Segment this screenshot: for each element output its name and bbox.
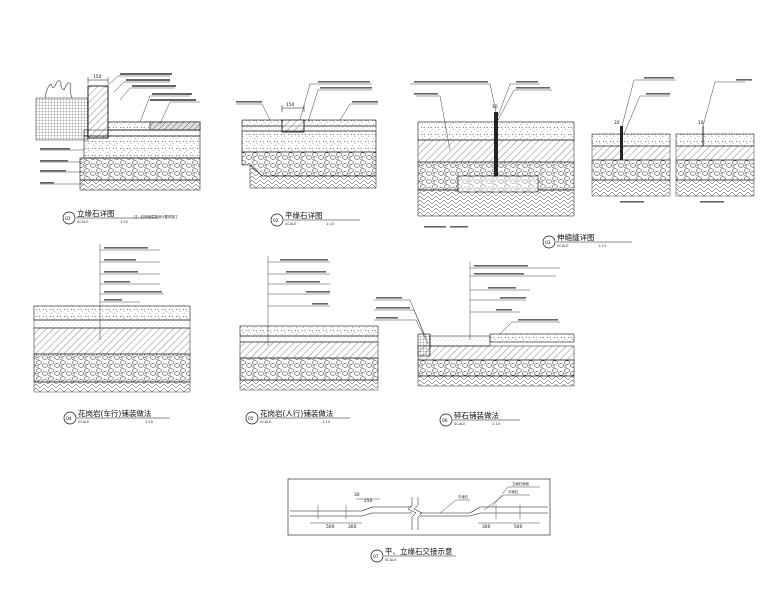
curb-line-left xyxy=(290,506,412,512)
gravel-06 xyxy=(417,359,575,377)
gravel-base xyxy=(79,157,201,181)
scale-label-04: SCALE xyxy=(78,420,90,424)
detail-num-circle-01 xyxy=(62,211,76,225)
curb-line-right xyxy=(420,506,548,514)
paving-right xyxy=(303,119,377,127)
detail-num-05: 05 xyxy=(248,416,254,422)
detail-num-circle-05 xyxy=(245,411,259,425)
dim-07-d: 300 xyxy=(348,524,357,530)
gravel-04 xyxy=(33,353,191,383)
scale-value-03: 1:10 xyxy=(598,244,607,248)
scale-label-06: SCALE xyxy=(454,422,466,426)
callout-leaders-01 xyxy=(40,75,200,185)
subgrade-02 xyxy=(249,164,377,189)
paving-left xyxy=(241,119,283,127)
detail-num-circle-07 xyxy=(370,549,384,563)
detail-02: 150 02 平缘石详图 SCALE 1:10 xyxy=(236,81,378,227)
detail-num-circle-02 xyxy=(270,213,284,227)
dim-07-f: 500 xyxy=(514,524,523,530)
scale-label-07: SCALE xyxy=(385,558,397,562)
planting-soil-block xyxy=(35,97,89,141)
plant-sketch xyxy=(44,80,73,99)
scale-label-01: SCALE xyxy=(77,220,89,224)
concrete-05 xyxy=(239,341,379,359)
gravel-base-02 xyxy=(241,151,377,177)
detail-07: 30 250 500 300 300 500 平缘石 立缘石缘面 平缘石 07 … xyxy=(287,478,551,563)
detail-num-06: 06 xyxy=(442,418,448,424)
detail-num-03: 03 xyxy=(545,240,551,246)
dim-07-c: 500 xyxy=(326,524,335,530)
stone-top-06 xyxy=(489,333,575,343)
gravel-05 xyxy=(239,357,379,381)
detail-num-02: 02 xyxy=(273,218,279,224)
note-07-mid: 平缘石 xyxy=(458,494,469,499)
subgrade-05 xyxy=(239,379,379,391)
plan-frame-07 xyxy=(287,478,551,536)
detail-num-circle-04 xyxy=(63,411,77,425)
dim-150-d01: 150 xyxy=(93,74,102,80)
callout-texts-01 xyxy=(40,73,196,184)
bedding-layer xyxy=(83,129,201,137)
dim-07-b: 250 xyxy=(364,498,373,504)
callout-leaders-03 xyxy=(410,83,552,151)
concrete-06 xyxy=(417,345,575,361)
break-symbol xyxy=(407,497,417,530)
concrete-base-02 xyxy=(241,130,377,153)
detail-05: 05 花岗岩(人行)铺装做法 SCALE 1:10 xyxy=(239,256,379,425)
concrete-04 xyxy=(33,327,191,355)
detail-num-circle-03 xyxy=(542,235,556,249)
detail-title-03: 伸缩缝详图 xyxy=(557,232,595,242)
callout-texts-02 xyxy=(236,81,378,103)
scale-value-06: 1:10 xyxy=(492,422,501,426)
gravel-top-06 xyxy=(429,335,491,347)
detail-title-02: 平缘石详图 xyxy=(285,210,323,220)
detail-num-circle-06 xyxy=(439,413,453,427)
subgrade-03a xyxy=(417,189,575,217)
scale-value-01: 1:10 xyxy=(120,220,129,224)
detail-title-05: 花岗岩(人行)铺装做法 xyxy=(260,408,334,418)
paving-stone-right xyxy=(149,121,201,131)
subgrade-06 xyxy=(417,375,575,387)
note-07-r2: 平缘石 xyxy=(508,489,519,494)
scale-value-04: 1:10 xyxy=(145,420,154,424)
detail-title-06: 碎石铺装做法 xyxy=(454,410,499,420)
detail-num-04: 04 xyxy=(66,416,72,422)
detail-num-07: 07 xyxy=(373,554,379,560)
dim-07-e: 300 xyxy=(482,524,491,530)
detail-title-04: 花岗岩(车行)铺装做法 xyxy=(78,408,152,418)
detail-03: 10 20 10 xyxy=(410,77,755,249)
joint-b xyxy=(620,126,623,160)
subgrade-04 xyxy=(33,381,191,393)
callout-texts-03 xyxy=(414,81,550,228)
detail-title-07: 平、立缘石交接示意 xyxy=(385,546,453,556)
subgrade xyxy=(79,179,201,191)
scale-value-05: 1:10 xyxy=(322,420,331,424)
scale-label-02: SCALE xyxy=(285,222,297,226)
concrete-base xyxy=(83,135,201,159)
bedding-02 xyxy=(241,125,377,132)
dim-150-d02: 150 xyxy=(286,102,295,108)
callout-leaders-02 xyxy=(236,83,378,123)
bedding-04 xyxy=(33,319,191,329)
dim-10b-d03: 10 xyxy=(698,120,704,126)
note-01: 注：石材面层按设计要求施工 xyxy=(134,214,179,219)
detail-01: 150 01 立缘石详图 SCALE 1:10 注：石材面层按设计要求施工 xyxy=(35,73,201,225)
scale-label-03: SCALE xyxy=(557,244,569,248)
scale-value-02: 1:10 xyxy=(326,222,335,226)
granite-top-04 xyxy=(33,305,191,321)
bedding-05 xyxy=(239,335,379,343)
dim-07-a: 30 xyxy=(354,492,360,498)
detail-04: 04 花岗岩(车行)铺装做法 SCALE 1:10 xyxy=(33,244,191,425)
joint-filler xyxy=(494,112,498,182)
note-07-r1: 立缘石缘面 xyxy=(512,481,530,486)
detail-06: 06 碎石铺装做法 SCALE 1:10 xyxy=(374,262,575,427)
dim-20-d03: 20 xyxy=(614,120,620,126)
scale-label-05: SCALE xyxy=(260,420,272,424)
detail-num-01: 01 xyxy=(65,216,71,222)
detail-title-01: 立缘石详图 xyxy=(77,208,115,218)
granite-top-05 xyxy=(239,325,379,337)
